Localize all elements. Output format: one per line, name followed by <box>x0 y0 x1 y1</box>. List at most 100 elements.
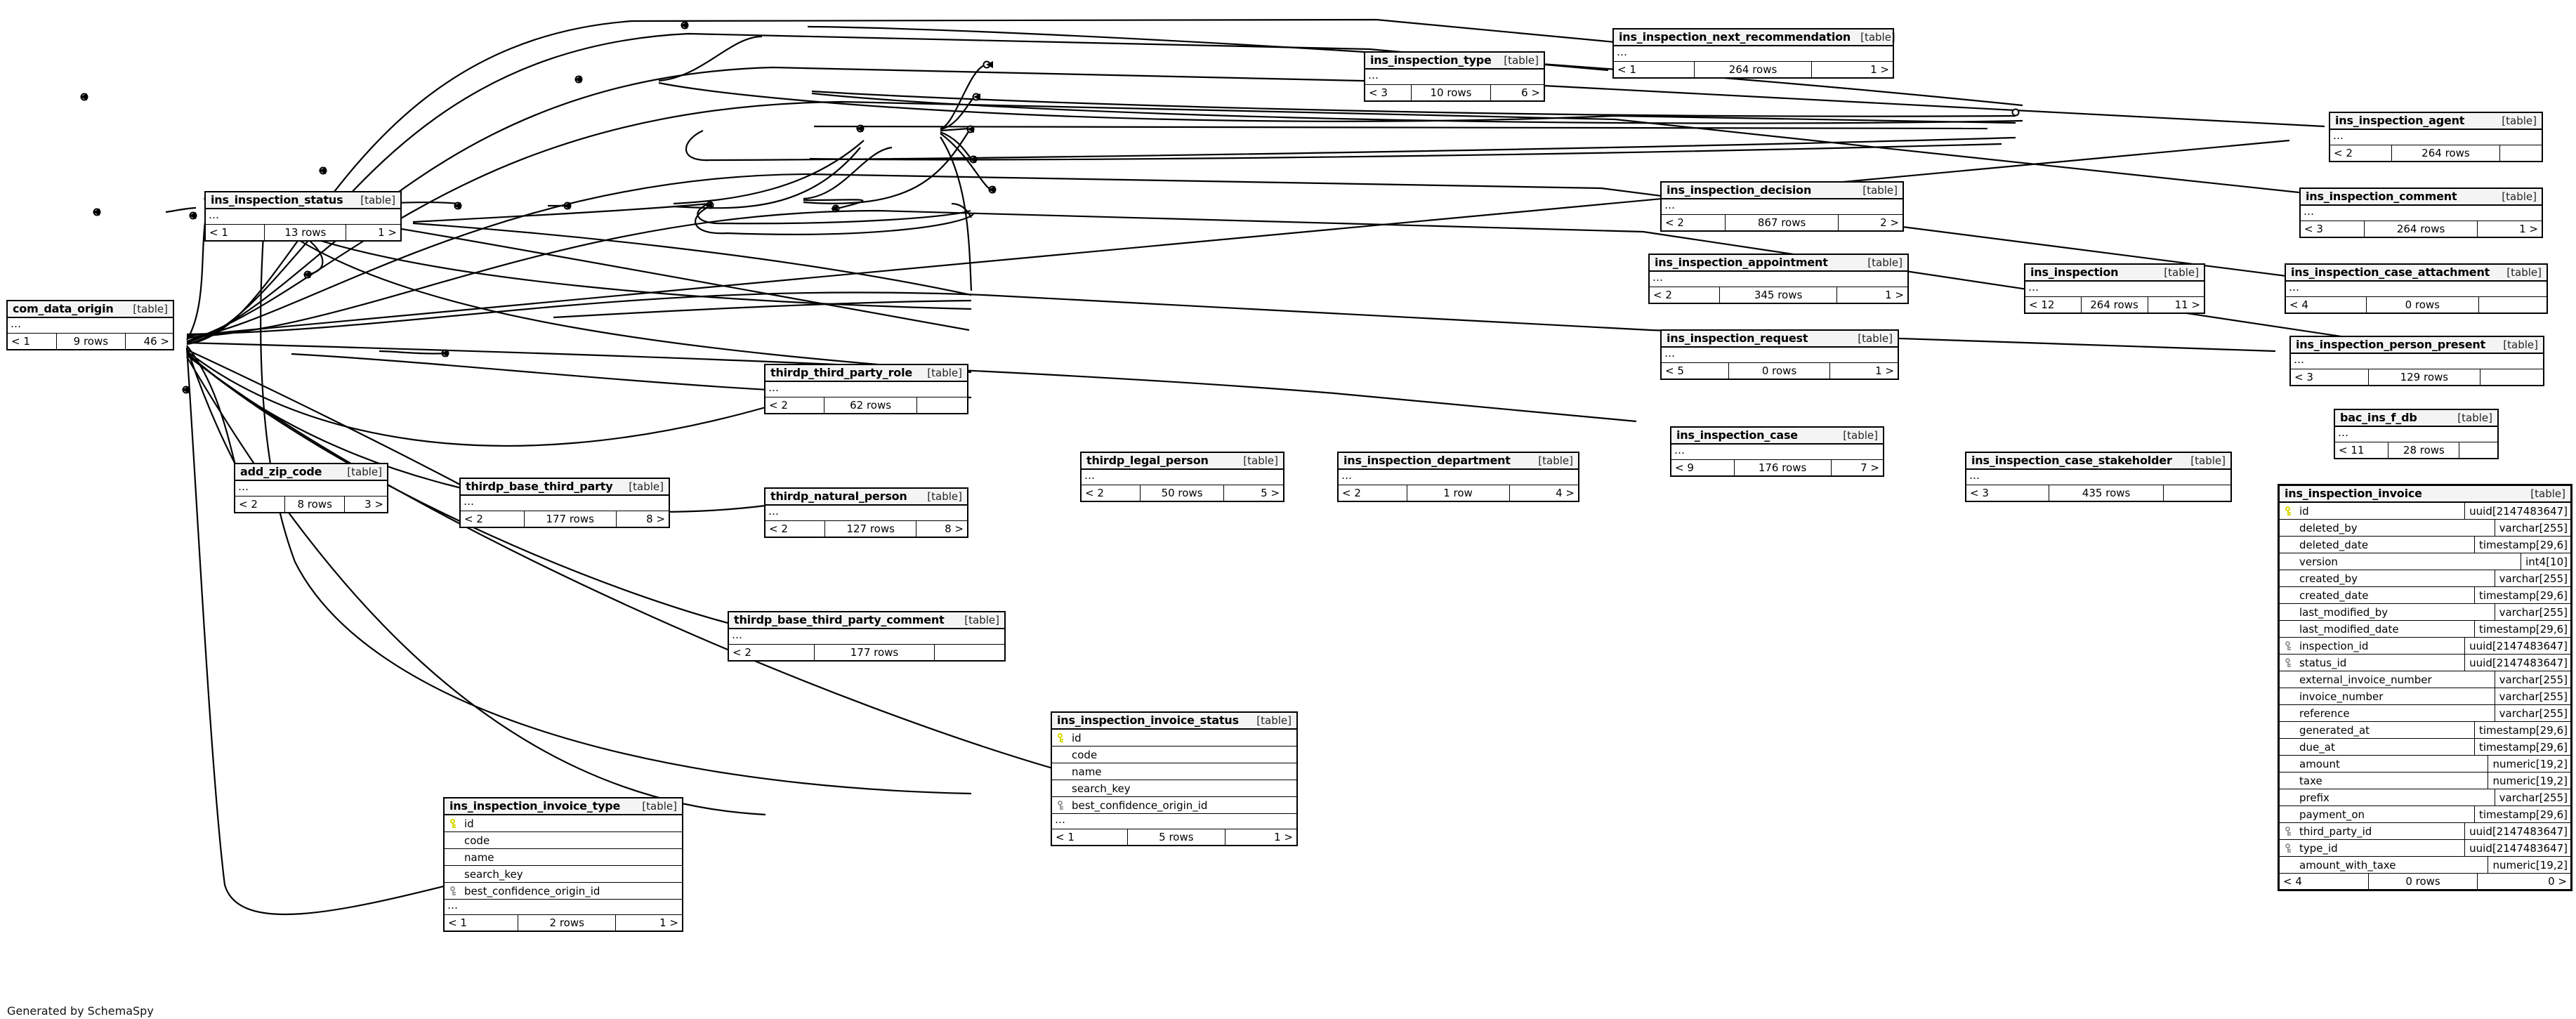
table-header[interactable]: ins_inspection_person_present[table] <box>2291 337 2543 354</box>
table-name: ins_inspection_case <box>1676 428 1798 442</box>
table-header[interactable]: ins_inspection_agent[table] <box>2330 113 2542 130</box>
table-header[interactable]: thirdp_base_third_party[table] <box>461 479 669 496</box>
table-row[interactable]: id <box>1052 730 1296 747</box>
column-key-spacer <box>445 832 461 848</box>
table-header[interactable]: ins_inspection_decision[table] <box>1662 183 1903 199</box>
collapsed-columns-indicator: … <box>1662 348 1898 363</box>
table-header[interactable]: thirdp_natural_person[table] <box>765 489 967 506</box>
table-header[interactable]: ins_inspection_department[table] <box>1339 453 1578 470</box>
table-node-ins_inspection_next_recommendation[interactable]: ins_inspection_next_recommendation[table… <box>1612 28 1895 79</box>
table-row[interactable]: best_confidence_origin_id <box>445 883 682 900</box>
table-row[interactable]: search_key <box>445 866 682 883</box>
table-header[interactable]: ins_inspection_status[table] <box>206 192 400 209</box>
table-header[interactable]: ins_inspection_invoice[table] <box>2280 486 2570 503</box>
column-key-spacer <box>2280 537 2296 553</box>
table-header[interactable]: ins_inspection_appointment[table] <box>1650 255 1907 272</box>
table-row[interactable]: code <box>1052 747 1296 763</box>
table-row[interactable]: id <box>445 815 682 832</box>
table-name: ins_inspection_type <box>1370 53 1492 67</box>
table-footer-cell: 10 rows <box>1412 85 1492 100</box>
table-row[interactable]: name <box>445 849 682 866</box>
table-footer-cell: 1 > <box>1274 831 1293 843</box>
table-header[interactable]: ins_inspection_invoice_type[table] <box>445 798 682 815</box>
table-header[interactable]: ins_inspection[table] <box>2025 265 2204 282</box>
table-header[interactable]: ins_inspection_case_attachment[table] <box>2286 265 2547 282</box>
table-header[interactable]: thirdp_third_party_role[table] <box>765 365 967 382</box>
table-header[interactable]: ins_inspection_case[table] <box>1671 428 1883 445</box>
table-footer-cell: < 2 <box>1082 485 1141 501</box>
table-header[interactable]: ins_inspection_request[table] <box>1662 331 1898 348</box>
table-header[interactable]: ins_inspection_type[table] <box>1365 53 1544 70</box>
table-header[interactable]: ins_inspection_next_recommendation[table… <box>1614 29 1895 46</box>
table-row[interactable]: name <box>1052 763 1296 780</box>
table-node-ins_inspection_case_stakeholder[interactable]: ins_inspection_case_stakeholder[table]…<… <box>1965 452 2232 502</box>
table-tag: [table] <box>1538 454 1573 467</box>
table-header[interactable]: com_data_origin[table] <box>8 301 173 318</box>
column-type: timestamp[29,6] <box>2473 722 2570 738</box>
table-header[interactable]: thirdp_legal_person[table] <box>1082 453 1283 470</box>
table-footer-cell: 176 rows <box>1735 460 1832 475</box>
table-row[interactable]: search_key <box>1052 780 1296 797</box>
table-node-ins_inspection_person_present[interactable]: ins_inspection_person_present[table]…< 3… <box>2289 336 2544 386</box>
table-footer-cell: 1 > <box>1885 289 1904 301</box>
table-header[interactable]: bac_ins_f_db[table] <box>2335 410 2497 427</box>
table-node-ins_inspection_case_attachment[interactable]: ins_inspection_case_attachment[table]…< … <box>2285 263 2548 314</box>
table-header[interactable]: ins_inspection_case_stakeholder[table] <box>1966 453 2230 470</box>
foreign-key-icon <box>445 883 461 899</box>
table-header[interactable]: ins_inspection_invoice_status[table] <box>1052 713 1296 730</box>
table-row[interactable]: code <box>445 832 682 849</box>
table-footer-cell: 1 > <box>659 916 678 929</box>
table-footer-cell: 0 rows <box>2367 297 2480 313</box>
table-header[interactable]: add_zip_code[table] <box>235 464 387 481</box>
table-node-thirdp_base_third_party_comment[interactable]: thirdp_base_third_party_comment[table]…<… <box>728 611 1006 662</box>
table-header[interactable]: thirdp_base_third_party_comment[table] <box>729 612 1004 629</box>
table-header[interactable]: ins_inspection_comment[table] <box>2301 189 2542 206</box>
table-row[interactable]: best_confidence_origin_id <box>1052 797 1296 814</box>
table-footer-cell: 11 > <box>2174 298 2200 311</box>
